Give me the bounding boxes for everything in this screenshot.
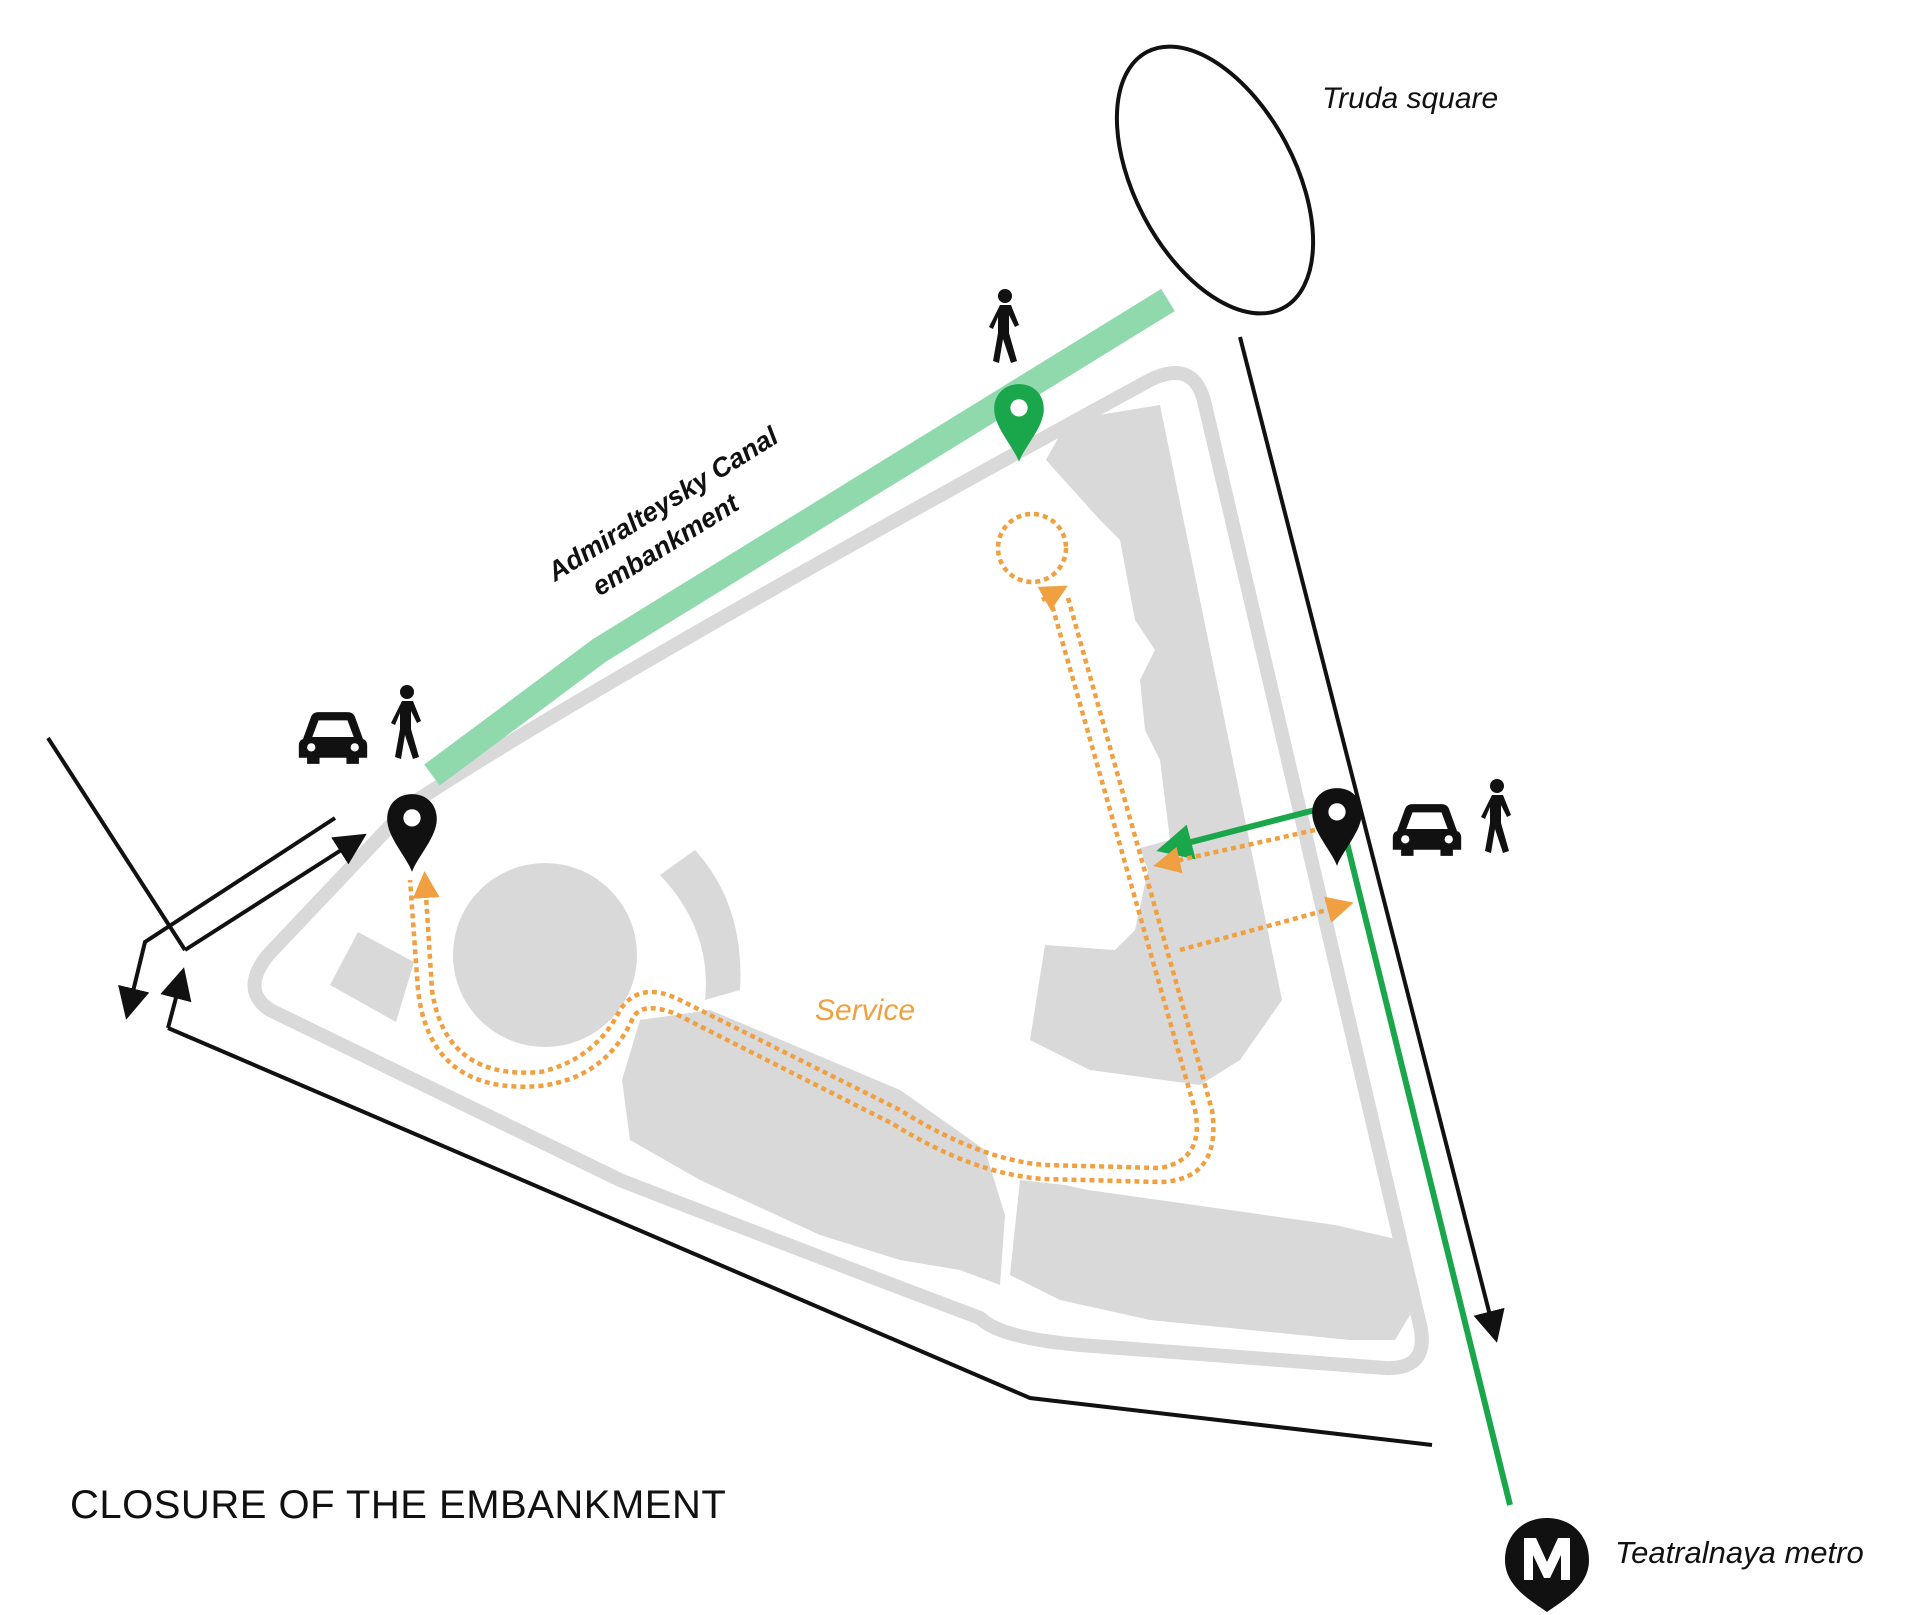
entry-arrow-out-upper bbox=[118, 816, 337, 1020]
service-branch-upper bbox=[1153, 827, 1316, 874]
pedestrian-icon bbox=[989, 289, 1019, 363]
embankment-pedestrian-zone bbox=[424, 288, 1175, 786]
label-metro: Teatralnaya metro bbox=[1615, 1535, 1864, 1570]
east-access-point bbox=[1312, 779, 1511, 866]
building-crescent bbox=[660, 850, 741, 1000]
map-pin-icon bbox=[387, 794, 437, 872]
building-center-block bbox=[622, 1010, 1005, 1285]
building-south-block bbox=[1010, 1180, 1410, 1340]
entry-arrow-out-lower bbox=[160, 967, 192, 1029]
service-route bbox=[407, 511, 1354, 1185]
service-spine-arrowhead bbox=[1037, 585, 1068, 611]
label-truda-square: Truda square bbox=[1322, 82, 1498, 115]
building-east-wing bbox=[1030, 405, 1282, 1085]
car-icon bbox=[1392, 804, 1462, 856]
building-rotunda bbox=[453, 863, 637, 1047]
pedestrian-icon bbox=[391, 685, 421, 759]
label-service: Service bbox=[815, 994, 915, 1027]
site-perimeter bbox=[247, 366, 1429, 1376]
service-spine-right bbox=[407, 597, 1216, 1185]
pedestrian-route bbox=[1156, 807, 1513, 1506]
street-lines bbox=[46, 336, 1505, 1447]
truda-square bbox=[1114, 44, 1316, 316]
street-east bbox=[1238, 336, 1505, 1343]
building-layer bbox=[330, 405, 1410, 1340]
service-branch-lower bbox=[1179, 896, 1354, 953]
street-west bbox=[46, 736, 187, 952]
service-spine-left bbox=[412, 597, 1200, 1171]
map-pin-icon bbox=[1312, 788, 1362, 866]
street-south bbox=[167, 1026, 1433, 1447]
building-west-small bbox=[330, 932, 414, 1022]
map-title: CLOSURE OF THE EMBANKMENT bbox=[70, 1483, 726, 1527]
service-turnaround bbox=[995, 511, 1069, 585]
car-icon bbox=[298, 712, 368, 764]
metro-marker bbox=[1505, 1518, 1589, 1612]
entry-arrow-in bbox=[183, 833, 367, 952]
pedestrian-route-metro bbox=[1342, 834, 1513, 1506]
metro-m-glyph bbox=[1524, 1538, 1570, 1580]
pedestrian-icon bbox=[1481, 779, 1511, 853]
pedestrian-route-entry-arrow bbox=[1156, 807, 1316, 860]
